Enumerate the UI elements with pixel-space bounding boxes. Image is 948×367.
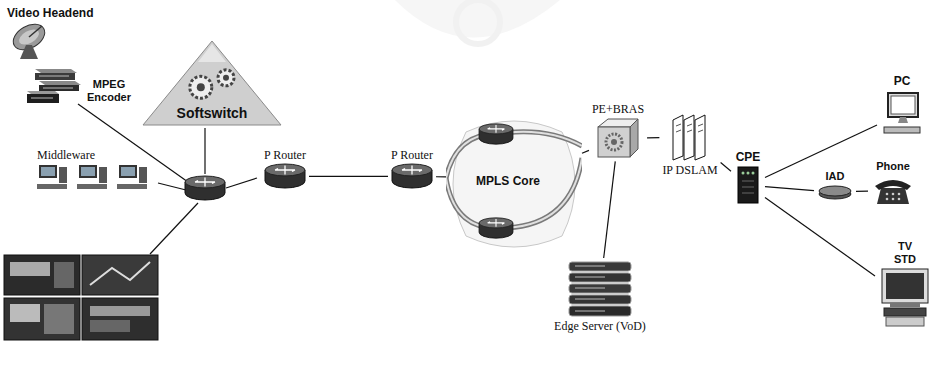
network-link [856, 190, 868, 192]
node-label: P Router [391, 148, 433, 162]
middleware-icon [37, 163, 152, 193]
tv-stb: TV STD [875, 238, 935, 329]
pe-bras-icon [596, 117, 640, 159]
pc: PC [877, 72, 927, 139]
node-label: MPLS Core [476, 174, 540, 188]
cpe-icon [734, 165, 762, 205]
phone-symbol [875, 180, 911, 204]
middleware: Middleware [34, 146, 155, 195]
tv-stb-symbol [882, 269, 928, 326]
p-router: P Router [261, 146, 309, 191]
p-router-symbol [265, 164, 305, 188]
network-link [309, 176, 388, 177]
p-router-icon [264, 163, 306, 189]
node-label: TV STD [894, 240, 916, 266]
iad-symbol [819, 186, 851, 199]
node-label: PC [894, 74, 911, 88]
network-link [436, 176, 446, 177]
pe-bras-symbol [598, 119, 638, 157]
network-link [721, 163, 731, 172]
cpe: CPE [731, 148, 765, 207]
watermark-logo [395, 0, 560, 44]
edge-server: Edge Server (VoD) [551, 258, 649, 335]
node-label: IAD [826, 170, 845, 183]
ip-dslam-icon [670, 112, 710, 162]
cpe-symbol [738, 167, 758, 203]
phone-icon [871, 174, 915, 206]
p-router-icon [391, 163, 433, 189]
ip-dslam: IP DSLAM [659, 110, 720, 179]
node-label: Video Headend [7, 6, 93, 20]
mpeg-encoder-icon [25, 68, 85, 104]
video-headend-icon [7, 21, 53, 61]
phone: Phone [868, 158, 918, 208]
central-router [185, 176, 225, 200]
node-label: MPEG Encoder [87, 78, 131, 104]
tv-stb-icon [878, 267, 932, 327]
p-router-symbol [392, 164, 432, 188]
pc-symbol [884, 93, 920, 133]
node-label: CPE [736, 150, 761, 164]
network-link [647, 137, 659, 138]
application-screens [4, 255, 158, 340]
mpls-core-cloud: MPLS Core [446, 118, 582, 250]
middleware-symbol [37, 165, 147, 189]
node-label: Softswitch [142, 105, 282, 122]
video-headend: Video Headend [4, 4, 96, 63]
node-label: P Router [264, 148, 306, 162]
p-router: P Router [388, 146, 436, 191]
pe-bras: PE+BRAS [589, 100, 647, 161]
network-link [765, 198, 875, 276]
softswitch: Softswitch [142, 40, 282, 126]
node-label: Phone [876, 160, 910, 173]
edge-server-icon [565, 260, 635, 318]
node-label: IP DSLAM [662, 163, 717, 177]
mpeg-encoder-symbol [27, 69, 81, 103]
network-link [765, 125, 877, 177]
pc-icon [880, 89, 924, 137]
node-label: Middleware [37, 148, 95, 162]
node-label: PE+BRAS [592, 102, 644, 116]
network-link [604, 161, 616, 258]
mpeg-encoder: MPEG Encoder [22, 66, 134, 106]
node-label: Edge Server (VoD) [554, 319, 646, 333]
network-link [765, 187, 814, 191]
iad: IAD [814, 168, 856, 202]
video-headend-symbol [9, 21, 49, 59]
ip-dslam-symbol [673, 115, 705, 160]
edge-server-symbol [569, 262, 631, 316]
network-link [582, 150, 589, 153]
iad-icon [817, 184, 853, 200]
